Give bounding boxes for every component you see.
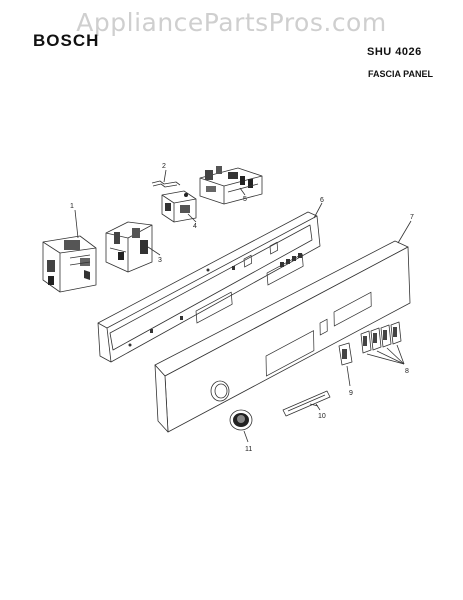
part-11-knob — [229, 409, 253, 443]
callout-10: 10 — [318, 413, 326, 420]
brand-logo: BOSCH — [33, 31, 100, 50]
section-title: FASCIA PANEL — [368, 69, 434, 79]
part-9-button — [338, 342, 353, 387]
callout-8: 8 — [405, 368, 409, 375]
part-4-switch — [161, 190, 197, 223]
leader-lines — [74, 169, 412, 411]
callout-9: 9 — [349, 390, 353, 397]
callout-2: 2 — [162, 163, 166, 170]
callout-5: 5 — [243, 196, 247, 203]
part-2-clip — [151, 180, 181, 188]
watermark: AppliancePartsPros.com — [76, 8, 387, 37]
callout-6: 6 — [320, 197, 324, 204]
part-8-buttons — [360, 321, 405, 365]
callout-1: 1 — [70, 203, 74, 210]
part-7-front-fascia — [154, 240, 411, 433]
part-6-panel-frame — [97, 211, 321, 363]
callouts: 1 2 3 4 5 6 7 8 9 10 11 — [70, 163, 414, 453]
part-10-lens-strip — [282, 390, 331, 417]
part-5-control-board — [199, 166, 263, 205]
model-number: SHU 4026 — [367, 46, 422, 58]
callout-11: 11 — [245, 446, 252, 453]
callout-7: 7 — [410, 214, 414, 221]
callout-4: 4 — [193, 223, 197, 230]
part-1-module — [42, 235, 97, 293]
callout-3: 3 — [158, 257, 162, 264]
part-3-bracket — [105, 221, 153, 273]
